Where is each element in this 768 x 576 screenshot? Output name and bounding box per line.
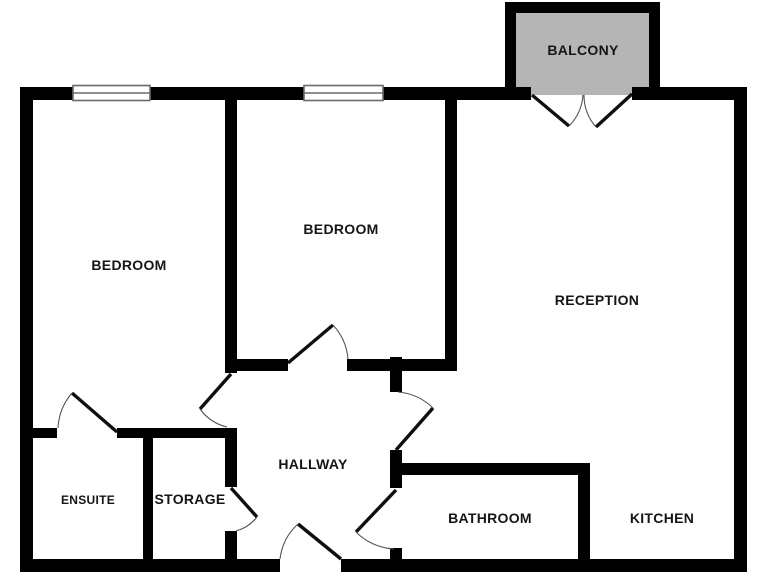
door-leaf	[530, 93, 571, 128]
door-leaf	[354, 488, 398, 534]
door-swing-arc	[568, 94, 584, 127]
door-leaf	[70, 391, 119, 434]
wall-ensuite-top-left	[20, 428, 57, 438]
wall-bathroom-kitchen	[578, 463, 590, 572]
bedroom2-door	[286, 323, 349, 365]
balcony-door-left	[530, 93, 584, 128]
door-swing-arc	[57, 392, 73, 429]
door-swing-arc	[279, 523, 299, 560]
window-icon	[303, 84, 384, 102]
door-swing-arc	[583, 94, 597, 128]
wall-hallway-reception-lower	[390, 548, 402, 572]
room-label-bedroom-middle: BEDROOM	[303, 221, 378, 237]
door-leaf	[229, 486, 259, 519]
doors	[57, 92, 634, 561]
door-swing-arc	[235, 516, 258, 532]
bedroom1-door	[198, 372, 233, 428]
room-label-kitchen: KITCHEN	[630, 510, 694, 526]
wall-ensuite-storage	[143, 428, 153, 572]
room-label-bedroom-left: BEDROOM	[91, 257, 166, 273]
door-leaf	[296, 522, 343, 561]
door-swing-arc	[397, 391, 434, 409]
outer-wall-top-right	[632, 87, 747, 100]
balcony-wall-top	[505, 2, 660, 13]
balcony-wall-right	[649, 2, 660, 87]
wall-bedroom2-bottom-left	[225, 359, 288, 371]
room-label-bathroom: BATHROOM	[448, 510, 532, 526]
wall-storage-hallway-upper	[225, 428, 237, 487]
outer-wall-bottom-right	[341, 559, 747, 572]
outer-wall-right	[734, 87, 747, 572]
door-leaf	[286, 323, 335, 365]
wall-bedroom2-reception	[445, 100, 457, 371]
bathroom-door	[354, 488, 398, 550]
door-swing-arc	[355, 531, 395, 550]
balcony-floor	[505, 2, 660, 95]
room-label-ensuite: ENSUITE	[61, 493, 115, 507]
balcony-door-right	[583, 92, 634, 129]
door-leaf	[198, 372, 233, 411]
door-leaf	[394, 406, 435, 452]
outer-wall-left	[20, 87, 33, 572]
room-labels: BALCONY BEDROOM BEDROOM RECEPTION ENSUIT…	[61, 42, 694, 526]
ensuite-door	[57, 391, 119, 434]
wall-bathroom-top	[390, 463, 590, 475]
room-label-storage: STORAGE	[154, 491, 225, 507]
room-label-hallway: HALLWAY	[278, 456, 348, 472]
door-swing-arc	[332, 324, 349, 360]
room-label-reception: RECEPTION	[555, 292, 639, 308]
windows	[72, 84, 384, 102]
wall-storage-hallway-lower	[225, 531, 237, 572]
reception-door	[394, 391, 435, 452]
room-label-balcony: BALCONY	[547, 42, 619, 58]
door-leaf	[594, 92, 634, 129]
door-swing-arc	[199, 408, 228, 428]
window-icon	[72, 84, 151, 102]
entrance-door	[279, 522, 343, 561]
wall-ensuite-top-right	[117, 428, 237, 438]
balcony-wall-left	[505, 2, 516, 87]
storage-door	[229, 486, 259, 532]
wall-bedroom1-bedroom2	[225, 100, 237, 373]
wall-hallway-reception-upper	[390, 357, 402, 392]
